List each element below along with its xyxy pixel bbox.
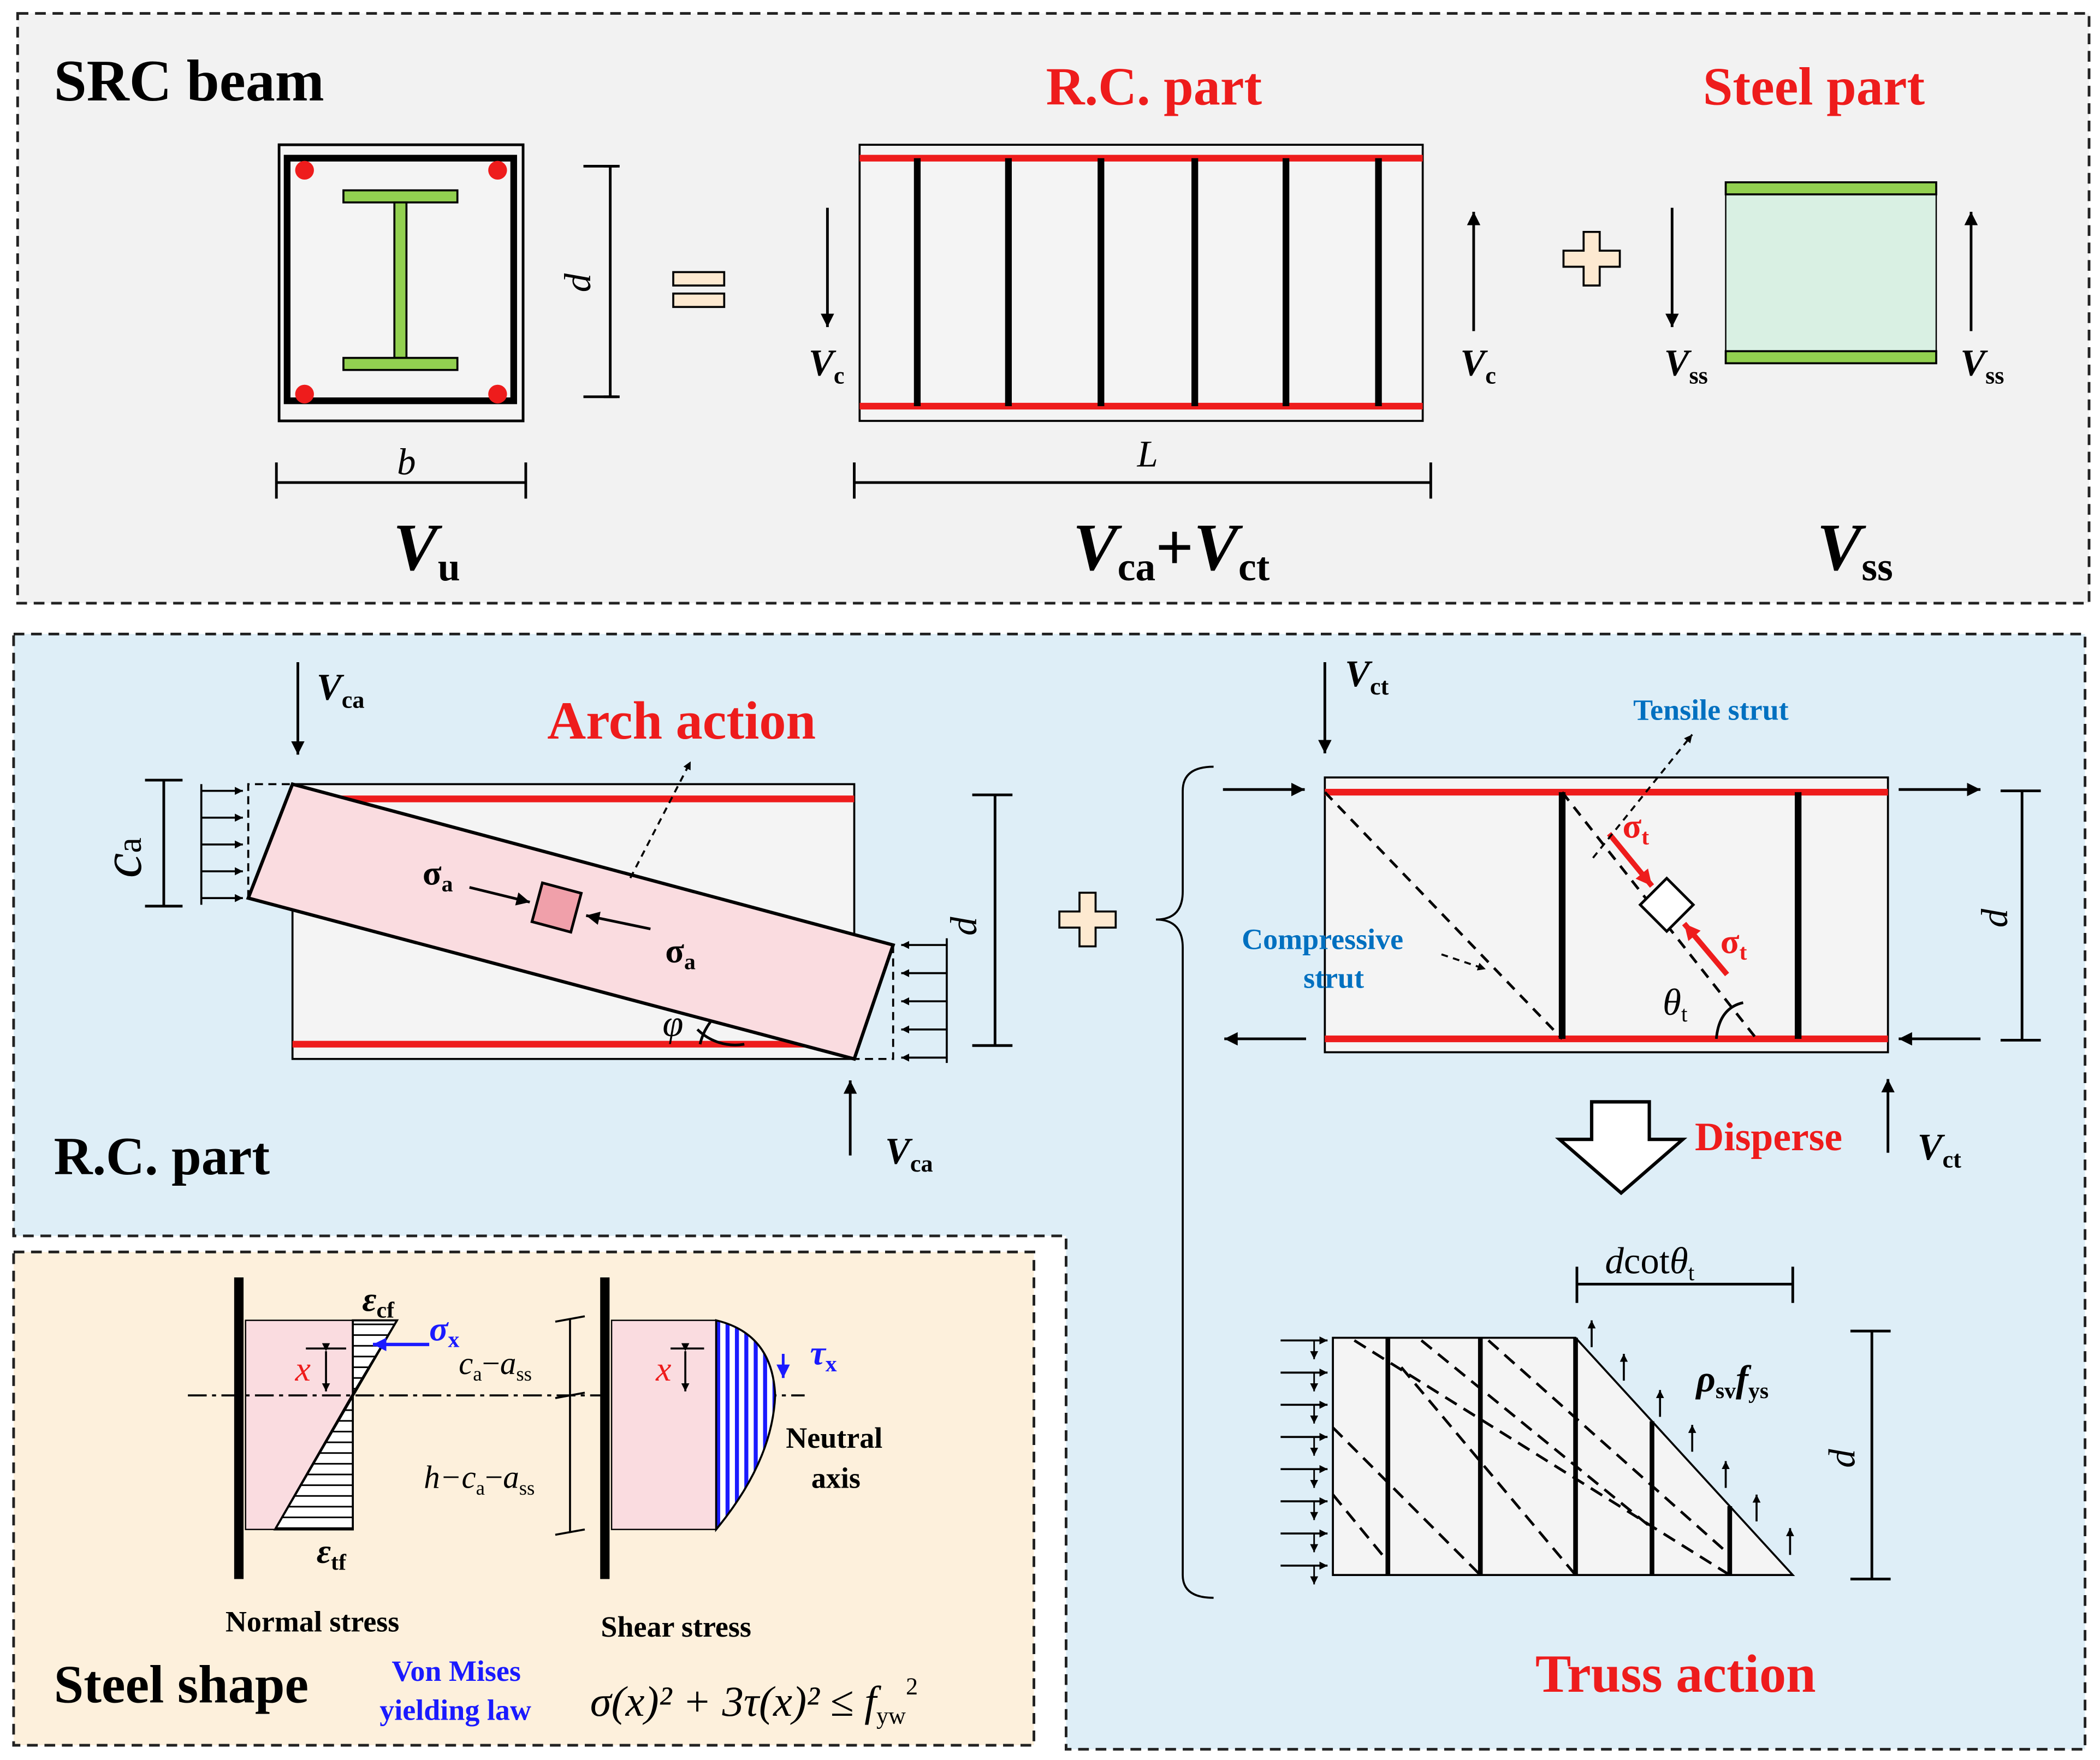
steel-web <box>393 201 408 359</box>
rebar-dot <box>488 160 507 180</box>
truss-verticals <box>1385 1337 1733 1575</box>
normal-stress-diagram: εcf εtf σx x Normal stress <box>226 1277 460 1638</box>
vc-left-label: Vc <box>809 342 844 389</box>
truss-element: σt σt θt Tensile strut Compressive strut… <box>1223 653 2041 1173</box>
rc-part-title: R.C. part <box>1046 57 1262 117</box>
von-mises-formula: σ(x)² + 3τ(x)² ≤ fyw2 <box>590 1673 918 1729</box>
truss-left-arrows <box>1280 1336 1328 1585</box>
eps-tf-label: εtf <box>317 1532 347 1575</box>
von-mises-label: yielding law <box>379 1693 531 1726</box>
compressive-strut-label: strut <box>1303 962 1364 995</box>
vu-label: Vu <box>393 510 460 590</box>
disperse-arrow-icon <box>1555 1100 1688 1196</box>
steel-panel: εcf εtf σx x Normal stress ca−ass h−ca−a… <box>12 1250 1035 1747</box>
truss-diagonal <box>1354 1339 1731 1577</box>
equals-icon <box>672 271 726 308</box>
steel-flange-bottom <box>342 356 459 371</box>
x-label: x <box>295 1349 311 1388</box>
truss-diagonal <box>1420 1339 1653 1530</box>
shear-stress-label: Shear stress <box>601 1610 751 1643</box>
steel-flange-top <box>342 189 459 204</box>
rebar-dot <box>295 160 314 180</box>
dispersed-truss: dcotθt ρsvfys d <box>1280 1240 1891 1585</box>
rebar-dot <box>295 384 314 404</box>
dcot-label: dcotθt <box>1605 1240 1695 1286</box>
steel-flange-top <box>1724 181 1937 195</box>
vc-right-label: Vc <box>1460 342 1496 389</box>
vca-top-label: Vca <box>317 667 365 713</box>
phi-label: φ <box>662 1003 683 1044</box>
rc-part-elevation: R.C. part Vc Vc L Vca+Vct <box>809 57 1496 590</box>
truss-action-title: Truss action <box>1535 1644 1816 1704</box>
theta-t-label: θt <box>1663 982 1688 1027</box>
beam-cross-section: d b Vu <box>275 143 620 590</box>
ca-dim-label: ca <box>91 837 153 878</box>
tensile-strut-label: Tensile strut <box>1633 694 1789 727</box>
vct-top-label: Vct <box>1345 653 1389 700</box>
stress-element <box>530 881 583 934</box>
vss-label: Vss <box>1817 510 1893 590</box>
sigma-t-label: σt <box>1721 922 1747 965</box>
truss-diagonal <box>1332 1494 1389 1563</box>
sigma-a-label: σa <box>665 931 696 974</box>
stress-element <box>1638 876 1695 933</box>
brace <box>1155 765 1214 1599</box>
rho-fys-label: ρsvfys <box>1695 1358 1769 1404</box>
stirrups <box>913 158 1382 406</box>
vct-bottom-label: Vct <box>1918 1126 1961 1173</box>
rc-panel: R.C. part Arch action σa σa φ Vca <box>12 632 2087 1751</box>
plus-icon <box>1058 891 1117 948</box>
src-beam-title: SRC beam <box>54 49 324 114</box>
top-panel: SRC beam d b Vu <box>16 12 2091 605</box>
steel-part-title: Steel part <box>1703 57 1925 117</box>
plus-icon <box>1562 230 1621 287</box>
dim-d-label: d <box>557 273 598 292</box>
arch-load-left <box>200 784 243 905</box>
h-minus-label: h−ca−ass <box>424 1459 535 1499</box>
dim-L-label: L <box>1137 433 1158 474</box>
sigma-x-label: σx <box>429 1309 459 1352</box>
truss-diagonal <box>1487 1339 1731 1556</box>
vca-vct-label: Vca+Vct <box>1073 510 1270 590</box>
arch-action-title: Arch action <box>547 691 816 751</box>
steel-flange-bottom <box>1724 350 1937 365</box>
tau-x-label: τx <box>810 1334 837 1377</box>
x-label: x <box>655 1349 671 1388</box>
rc-panel-label: R.C. part <box>54 1127 270 1186</box>
disperse-label: Disperse <box>1695 1114 1842 1159</box>
dim-d-label: d <box>1821 1449 1862 1468</box>
compressive-strut-label: Compressive <box>1242 923 1403 955</box>
sigma-t-label: σt <box>1622 807 1649 850</box>
truss-diagonals <box>1332 1339 1731 1577</box>
eps-cf-label: εcf <box>362 1280 395 1323</box>
sigma-a-label: σa <box>423 854 453 897</box>
depth-dimensions: ca−ass h−ca−ass <box>424 1315 585 1536</box>
rebar-dot <box>488 384 507 404</box>
arch-load-right <box>901 938 948 1063</box>
shear-stress-diagram: x τx Neutral axis Shear stress <box>600 1277 882 1643</box>
truss-up-arrows <box>1587 1320 1794 1555</box>
normal-stress-label: Normal stress <box>226 1605 399 1638</box>
ca-minus-ass-label: ca−ass <box>459 1345 532 1385</box>
dim-b-label: b <box>397 441 416 483</box>
neutral-axis-label: Neutral <box>786 1422 882 1454</box>
vca-bottom-label: Vca <box>885 1130 933 1177</box>
steel-part-elevation: Steel part Vss Vss Vss <box>1664 57 2004 590</box>
dim-d-label: d <box>1974 908 2015 927</box>
dim-d-label: d <box>943 917 984 936</box>
arch-action: Arch action σa σa φ Vca Vca <box>91 662 1013 1177</box>
von-mises-label: Von Mises <box>391 1655 521 1687</box>
steel-shape-label: Steel shape <box>54 1655 309 1714</box>
vss-right-label: Vss <box>1960 342 2004 389</box>
steel-panel-frame <box>12 1250 1035 1747</box>
neutral-axis-label: axis <box>811 1462 861 1495</box>
vss-left-label: Vss <box>1664 342 1708 389</box>
truss-diagonal <box>1332 1426 1481 1576</box>
